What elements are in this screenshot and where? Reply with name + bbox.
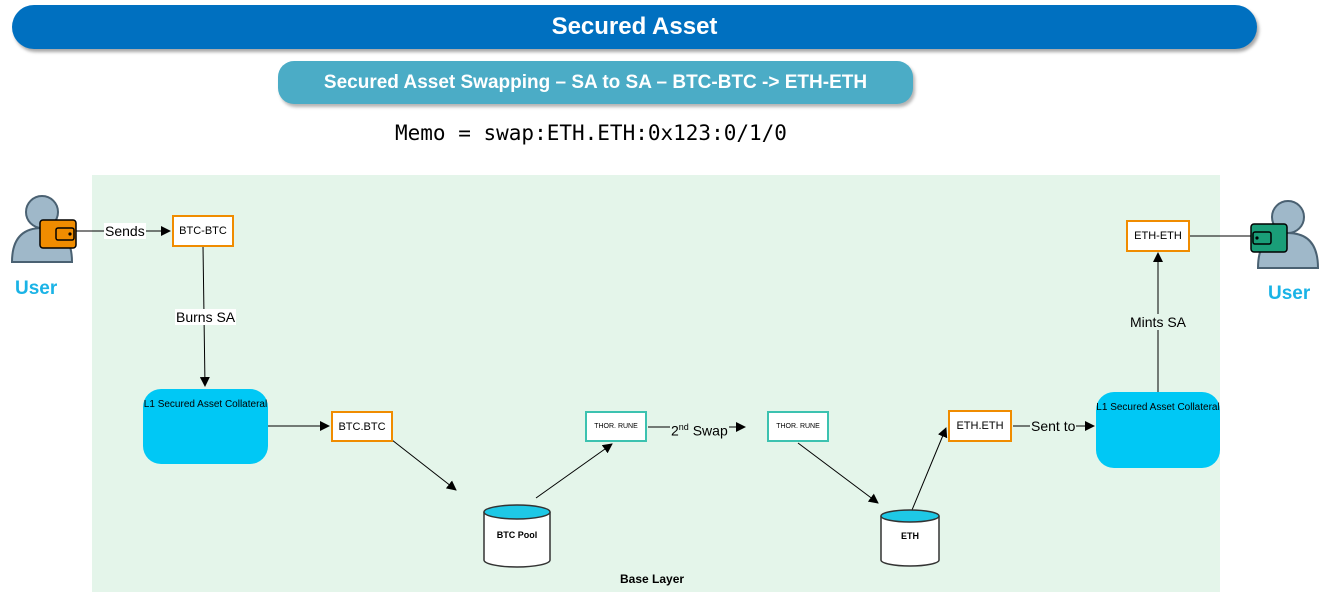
- node-eth-dot-eth: ETH.ETH: [948, 410, 1012, 442]
- page-title: Secured Asset: [12, 5, 1257, 49]
- edge-label-sends: Sends: [104, 223, 146, 239]
- page-subtitle: Secured Asset Swapping – SA to SA – BTC-…: [278, 61, 913, 104]
- user-left-label: User: [15, 278, 58, 299]
- edge-btc-to-pool: [391, 439, 457, 491]
- user-right-label: User: [1268, 283, 1311, 304]
- node-btc-btc: BTC-BTC: [172, 215, 234, 247]
- node-thor-rune-2: THOR. RUNE: [767, 411, 829, 442]
- node-collateral-right: L1 Secured Asset Collateral: [1096, 392, 1220, 468]
- node-btc-dot-btc: BTC.BTC: [331, 411, 393, 442]
- user-left-icon: [10, 195, 77, 263]
- edge-eth-pool-to-eth: [911, 427, 948, 511]
- node-thor-rune-1: THOR. RUNE: [585, 411, 647, 442]
- wallet-icon: [39, 219, 77, 249]
- btc-pool-label: BTC Pool: [496, 530, 538, 540]
- eth-pool-label: ETH: [901, 531, 919, 541]
- edge-label-mints-sa: Mints SA: [1129, 314, 1188, 330]
- edge-label-second-swap: 2nd Swap: [670, 419, 729, 439]
- node-collateral-left: L1 Secured Asset Collateral: [143, 389, 268, 464]
- base-layer-region: [92, 175, 1220, 592]
- edge-rune-to-eth-pool: [797, 442, 879, 504]
- memo-text: Memo = swap:ETH.ETH:0x123:0/1/0: [395, 121, 787, 145]
- edge-pool-to-rune: [535, 443, 613, 499]
- base-layer-label: Base Layer: [620, 572, 685, 586]
- edge-label-burns-sa: Burns SA: [175, 309, 237, 325]
- node-eth-eth: ETH-ETH: [1126, 220, 1190, 252]
- eth-pool-cylinder: [880, 509, 940, 567]
- wallet-icon: [1250, 223, 1288, 253]
- edge-label-sent-to: Sent to: [1030, 418, 1077, 434]
- btc-pool-cylinder: [483, 504, 551, 568]
- user-right-icon: [1250, 200, 1320, 269]
